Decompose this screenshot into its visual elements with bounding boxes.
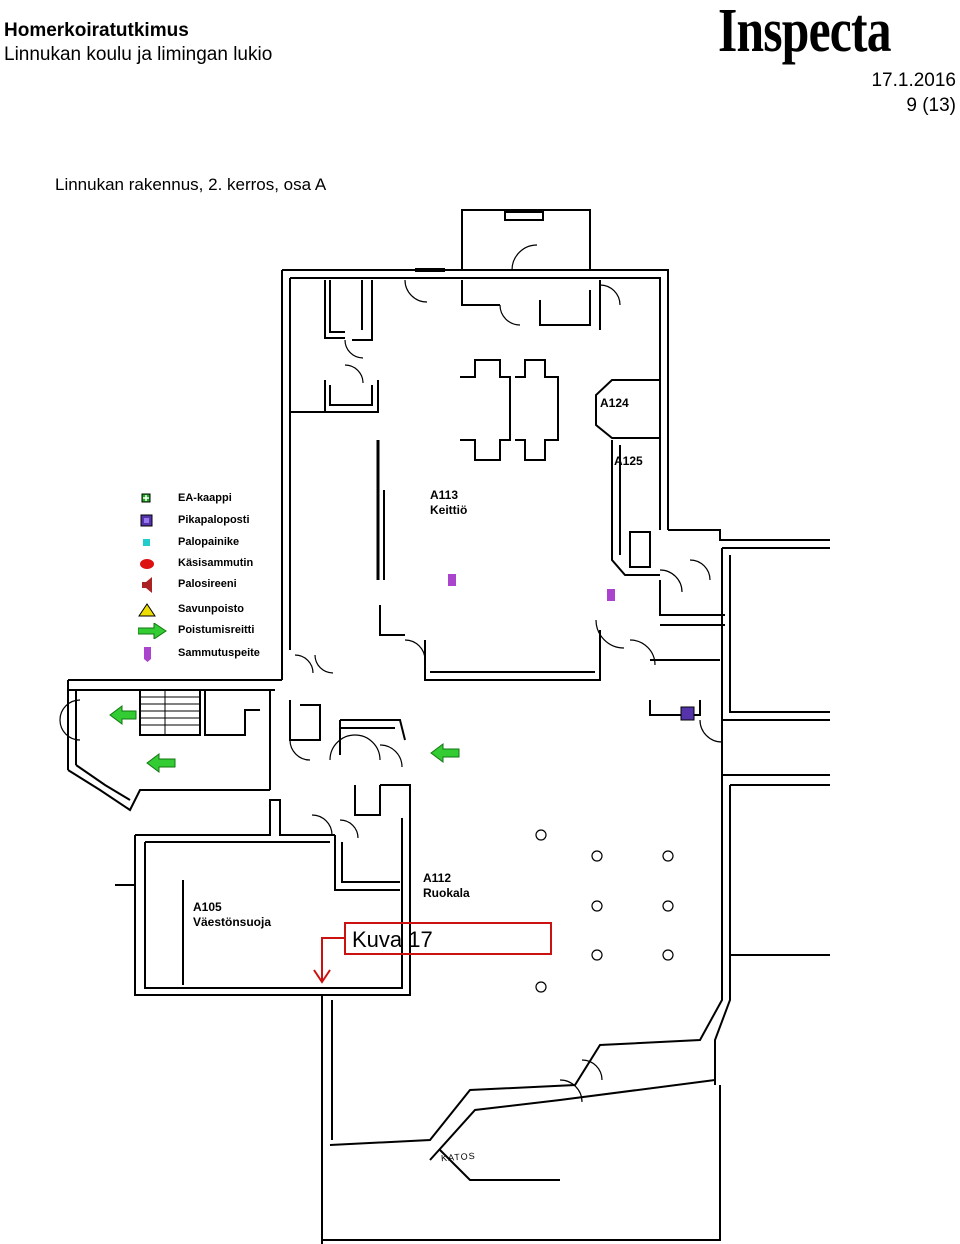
legend-item-sammutuspeite: Sammutuspeite (138, 646, 278, 662)
report-date: 17.1.2016 (871, 70, 956, 91)
room-a124-label: A124 (600, 396, 629, 410)
legend-item-poistumisreitti: Poistumisreitti (138, 623, 278, 639)
smoke-vent-icon (138, 603, 156, 617)
room-a112-code: A112 (423, 871, 452, 885)
fire-button-icon (143, 539, 150, 546)
room-a105-name: Väestönsuoja (193, 915, 272, 929)
inspecta-logo: Inspecta (718, 0, 892, 65)
legend-item-palopainike: Palopainike (138, 535, 278, 551)
fire-blanket-icon (144, 647, 151, 662)
extinguisher-icon (140, 559, 154, 569)
legend-item-ea-kaappi: EA-kaappi (138, 491, 278, 507)
room-a125-label: A125 (614, 454, 643, 468)
legend-item-savunpoisto: Savunpoisto (138, 602, 278, 618)
fire-hose-icon (140, 514, 153, 527)
ea-cabinet-icon (141, 493, 151, 503)
room-a112-name: Ruokala (423, 886, 470, 900)
photo-marker-label: Kuva 17 (352, 927, 433, 952)
siren-icon (142, 577, 152, 593)
report-subtitle: Linnukan koulu ja limingan lukio (4, 44, 273, 65)
report-title: Homerkoiratutkimus (4, 20, 189, 41)
page-number: 9 (13) (906, 95, 956, 116)
room-a113-name: Keittiö (430, 503, 468, 517)
legend-item-palosireeni: Palosireeni (138, 577, 278, 593)
exit-arrow-icon (138, 623, 167, 639)
floor-plan-title: Linnukan rakennus, 2. kerros, osa A (55, 175, 327, 194)
room-a113-code: A113 (430, 488, 459, 502)
room-a105-code: A105 (193, 900, 222, 914)
legend-item-kasisammutin: Käsisammutin (138, 556, 278, 572)
photo-marker-box: Kuva 17 (344, 922, 552, 955)
legend-item-pikapaloposti: Pikapaloposti (138, 513, 278, 529)
